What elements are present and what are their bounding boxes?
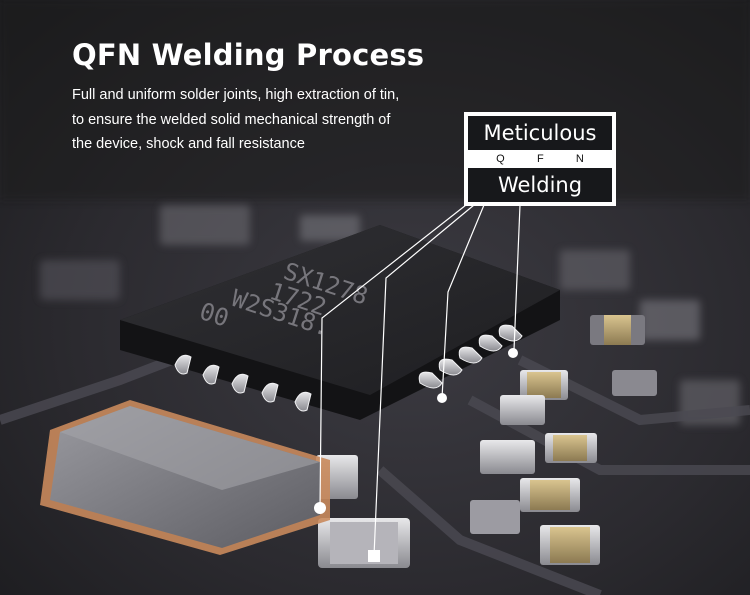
description: Full and uniform solder joints, high ext… (72, 83, 452, 157)
badge-letter-q: Q (496, 153, 505, 165)
description-line-2: to ensure the welded solid mechanical st… (72, 111, 391, 128)
description-line-1: Full and uniform solder joints, high ext… (72, 87, 400, 103)
badge-top-label: Meticulous (468, 116, 612, 150)
badge-bottom-label: Welding (468, 168, 612, 202)
page-title: QFN Welding Process (72, 38, 425, 72)
description-line-3: the device, shock and fall resistance (72, 136, 305, 152)
welding-badge: Meticulous Q F N Welding (464, 112, 616, 206)
badge-letters: Q F N (466, 152, 614, 166)
badge-letter-n: N (575, 153, 584, 165)
badge-letter-f: F (536, 153, 544, 165)
